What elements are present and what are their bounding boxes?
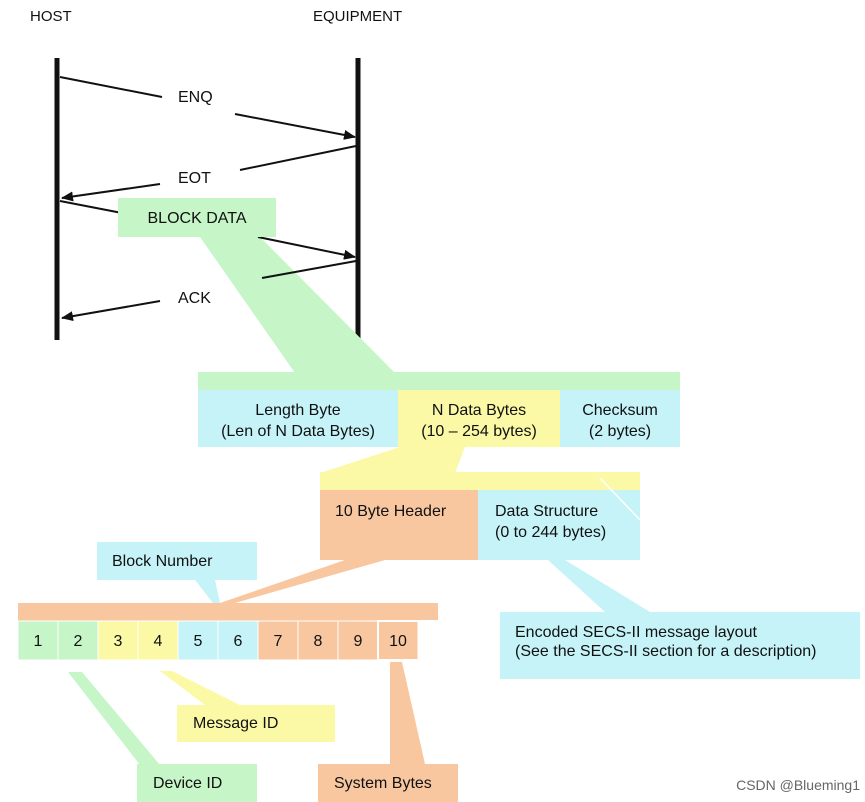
ack-arrow [61, 300, 161, 322]
header-byte-label-10: 10 [389, 633, 407, 650]
system-bytes-highlight [377, 620, 439, 661]
header-byte-label-6: 6 [234, 633, 243, 650]
equipment-label: EQUIPMENT [313, 8, 402, 25]
header-box [320, 490, 478, 560]
enq-arrow [234, 113, 356, 140]
block-data-arrow [257, 236, 356, 260]
checksum-box [560, 390, 680, 447]
encoded-callout-wedge [548, 560, 650, 612]
checksum-title: Checksum [582, 402, 658, 419]
data-structure-title: Data Structure [495, 503, 598, 520]
device-id-label: Device ID [153, 775, 222, 792]
n-data-bytes-box [398, 390, 560, 447]
watermark: CSDN @Blueming1 [736, 777, 860, 793]
n-data-bytes-title: N Data Bytes [432, 402, 526, 419]
data-structure-box [478, 490, 640, 560]
block-top-bar [198, 372, 680, 390]
header-byte-label-4: 4 [154, 633, 163, 650]
device-id-box [137, 764, 257, 802]
ack-arrow-segment-1 [261, 260, 357, 279]
encoded-subtitle: (See the SECS-II section for a descripti… [515, 643, 816, 660]
block-data-callout-wedge [200, 237, 395, 373]
data-bytes-top-bar [320, 472, 640, 490]
length-byte-subtitle: (Len of N Data Bytes) [221, 423, 375, 440]
block-number-label: Block Number [112, 553, 213, 570]
message-id-callout-wedge [160, 671, 240, 705]
header-byte-label-9: 9 [354, 633, 363, 650]
data-structure-fold-line [599, 477, 641, 521]
eot-label: EOT [178, 170, 211, 187]
block-data-arrow-segment-1 [59, 200, 123, 214]
system-bytes-label: System Bytes [334, 775, 432, 792]
enq-arrow-segment-1 [59, 76, 163, 98]
block-data-box [118, 198, 276, 237]
header-label: 10 Byte Header [335, 503, 447, 520]
header-byte-label-2: 2 [74, 633, 83, 650]
header-byte-cell-6 [217, 620, 259, 661]
encoded-title: Encoded SECS-II message layout [515, 624, 757, 641]
system-bytes-callout-wedge [390, 662, 425, 764]
checksum-subtitle: (2 bytes) [589, 423, 651, 440]
header-byte-label-7: 7 [274, 633, 283, 650]
header-callout-wedge [220, 560, 385, 603]
eot-arrow-segment-1 [239, 145, 357, 171]
ack-label: ACK [178, 290, 211, 307]
block-data-label: BLOCK DATA [148, 210, 247, 227]
header-byte-cell-4 [137, 620, 179, 661]
data-bytes-callout-wedge [320, 447, 465, 473]
host-label: HOST [30, 8, 72, 25]
n-data-bytes-subtitle: (10 – 254 bytes) [421, 423, 537, 440]
header-byte-label-8: 8 [314, 633, 323, 650]
header-byte-cell-8 [297, 620, 339, 661]
enq-label: ENQ [178, 89, 213, 106]
eot-arrow [61, 183, 161, 202]
message-id-box [177, 705, 335, 742]
header-byte-label-1: 1 [34, 633, 43, 650]
header-byte-label-3: 3 [114, 633, 123, 650]
header-byte-label-5: 5 [194, 633, 203, 650]
length-byte-box [198, 390, 398, 447]
block-number-callout-wedge [195, 580, 220, 603]
header-byte-cell-5 [177, 620, 219, 661]
header-byte-cell-9 [337, 620, 379, 661]
message-id-label: Message ID [193, 715, 278, 732]
device-id-callout-wedge [68, 672, 160, 765]
header-bytes-top-bar [18, 603, 438, 621]
encoded-box [500, 612, 860, 679]
length-byte-title: Length Byte [255, 402, 341, 419]
block-number-box [97, 542, 257, 580]
data-structure-subtitle: (0 to 244 bytes) [495, 524, 606, 541]
system-bytes-box [318, 764, 458, 802]
header-byte-cell-3 [97, 620, 139, 661]
header-bytes-row: 1 2 3 4 5 6 7 8 9 10 [17, 620, 419, 661]
